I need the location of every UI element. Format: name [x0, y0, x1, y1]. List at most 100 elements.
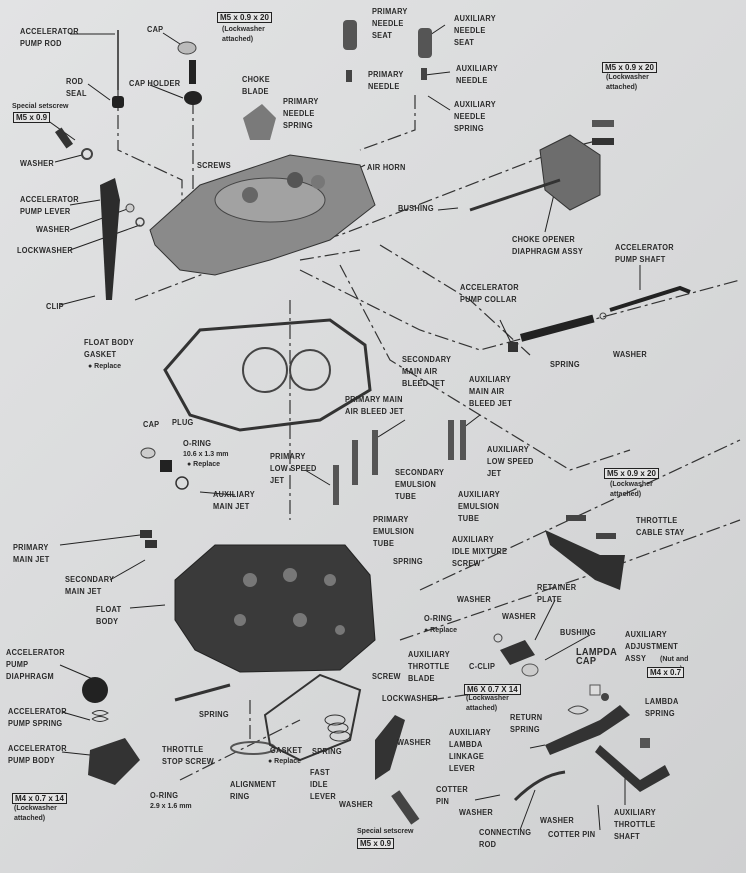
label-lampda-cap: LAMPDA CAP [576, 647, 618, 667]
label-washer: WASHER [540, 816, 574, 825]
label-primary-main-jet: PRIMARY MAIN JET [13, 543, 50, 564]
label-auxiliary-low-speed-jet: AUXILIARY LOW SPEED JET [487, 445, 534, 478]
label-secondary-main-jet: SECONDARY MAIN JET [65, 575, 115, 596]
label-return-spring: RETURN SPRING [510, 713, 543, 734]
label-throttle-stop-screw: THROTTLE STOP SCREW [162, 745, 214, 766]
label-accelerator-pump-lever: ACCELERATOR PUMP LEVER [20, 195, 79, 216]
note-lockwasher: (Lockwasher attached) [610, 481, 653, 498]
label-washer: WASHER [459, 808, 493, 817]
label-cap: CAP [143, 420, 160, 429]
label-clip: CLIP [46, 302, 64, 311]
label-cap: CAP [147, 25, 164, 34]
label-auxiliary-throttle-shaft: AUXILIARY THROTTLE SHAFT [614, 808, 656, 841]
label-float-body: FLOAT BODY [96, 605, 122, 626]
label-spring: SPRING [199, 710, 229, 719]
spec-m4-14: M4 x 0.7 x 14 [12, 793, 67, 804]
spec-m5-setscrew: M5 x 0.9 [13, 112, 51, 123]
label-fast-idle-lever: FAST IDLE LEVER [310, 768, 336, 801]
label-washer: WASHER [36, 225, 70, 234]
label-primary-low-speed-jet: PRIMARY LOW SPEED JET [270, 452, 317, 485]
float-body-gasket [163, 318, 372, 432]
label-plug: PLUG [172, 418, 194, 427]
note-special-setscrew: Special setscrew [12, 103, 69, 110]
spec-m6-14: M6 X 0.7 X 14 [464, 684, 521, 695]
note-lockwasher: (Lockwasher attached) [606, 74, 649, 91]
label-auxiliary-needle-spring: AUXILIARY NEEDLE SPRING [454, 100, 496, 133]
label-accelerator-pump-rod: ACCELERATOR PUMP ROD [20, 27, 79, 48]
note-replace: ● Replace [187, 461, 221, 468]
label-lambda-spring: LAMBDA SPRING [645, 697, 679, 718]
label-cotter-pin: COTTER PIN [436, 785, 468, 806]
accelerator-pump-body [88, 738, 140, 785]
spec-m5-setscrew: M5 x 0.9 [357, 838, 395, 849]
label-auxiliary-main-air-bleed-jet: AUXILIARY MAIN AIR BLEED JET [469, 375, 512, 408]
label-float-body-gasket: FLOAT BODY GASKET [84, 338, 135, 359]
gasket [263, 673, 362, 762]
label-primary-main-air-bleed-jet: PRIMARY MAIN AIR BLEED JET [345, 395, 404, 416]
label-gasket: GASKET [270, 746, 303, 755]
rod-seal [112, 96, 124, 108]
label-auxiliary-lambda-linkage-lever: AUXILIARY LAMBDA LINKAGE LEVER [449, 728, 491, 773]
label-lockwasher: LOCKWASHER [17, 246, 73, 255]
spec-m5-20-top: M5 x 0.9 x 20 [217, 12, 272, 23]
label-o-ring: O-RING [424, 614, 453, 623]
label-washer: WASHER [339, 800, 373, 809]
label-o-ring: O-RING [150, 791, 179, 800]
label-auxiliary-main-jet: AUXILIARY MAIN JET [213, 490, 255, 511]
float-body [174, 544, 376, 673]
label-retainer-plate: RETAINER PLATE [537, 583, 577, 604]
note-oring-size: 10.6 x 1.3 mm [183, 451, 229, 458]
choke-blade [243, 104, 276, 140]
label-accelerator-pump-spring: ACCELERATOR PUMP SPRING [8, 707, 67, 728]
label-choke-opener-diaphragm-assy: CHOKE OPENER DIAPHRAGM ASSY [512, 235, 584, 256]
label-screw: SCREW [372, 672, 401, 681]
accelerator-pump-lever [100, 178, 120, 300]
label-rod-seal: ROD SEAL [66, 77, 87, 98]
label-primary-needle-spring: PRIMARY NEEDLE SPRING [283, 97, 319, 130]
fast-idle-lever [375, 715, 405, 780]
spec-m5-20-choke: M5 x 0.9 x 20 [602, 62, 657, 73]
note-special-setscrew: Special setscrew [357, 828, 414, 835]
note-lockwasher: (Lockwasher attached) [14, 805, 57, 822]
label-bushing: BUSHING [560, 628, 596, 637]
note-replace: ● Replace [424, 627, 458, 634]
note-oring-size: 2.9 x 1.6 mm [150, 803, 192, 810]
label-accelerator-pump-diaphragm: ACCELERATOR PUMP DIAPHRAGM [6, 648, 65, 681]
auxiliary-lambda-linkage-lever [545, 705, 630, 755]
label-spring: SPRING [312, 747, 342, 756]
label-accelerator-pump-shaft: ACCELERATOR PUMP SHAFT [615, 243, 674, 264]
note-replace: ● Replace [268, 758, 302, 765]
label-connecting-rod: CONNECTING ROD [479, 828, 532, 849]
spec-m5-20-stay: M5 x 0.9 x 20 [604, 468, 659, 479]
label-washer: WASHER [457, 595, 491, 604]
label-auxiliary-adjustment-assy: AUXILIARY ADJUSTMENT ASSY [625, 630, 679, 663]
label-bushing: BUSHING [398, 204, 434, 213]
label-cap-holder: CAP HOLDER [129, 79, 181, 88]
spec-m4-07: M4 x 0.7 [647, 667, 685, 678]
accelerator-pump-diaphragm [82, 677, 108, 703]
label-accelerator-pump-collar: ACCELERATOR PUMP COLLAR [460, 283, 519, 304]
label-spring: SPRING [550, 360, 580, 369]
label-choke-blade: CHOKE BLADE [242, 75, 270, 96]
label-washer: WASHER [613, 350, 647, 359]
label-alignment-ring: ALIGNMENT RING [230, 780, 277, 801]
note-lockwasher: (Lockwasher attached) [222, 26, 265, 43]
label-washer: WASHER [502, 612, 536, 621]
note-replace: ● Replace [88, 363, 122, 370]
label-cotter-pin: COTTER PIN [548, 830, 596, 839]
label-washer: WASHER [397, 738, 431, 747]
label-washer: WASHER [20, 159, 54, 168]
label-air-horn: AIR HORN [367, 163, 406, 172]
label-accelerator-pump-body: ACCELERATOR PUMP BODY [8, 744, 67, 765]
label-primary-needle-seat: PRIMARY NEEDLE SEAT [372, 7, 408, 40]
label-secondary-emulsion-tube: SECONDARY EMULSION TUBE [395, 468, 445, 501]
auxiliary-throttle-shaft [595, 745, 670, 792]
label-auxiliary-needle: AUXILIARY NEEDLE [456, 64, 498, 85]
label-primary-emulsion-tube: PRIMARY EMULSION TUBE [373, 515, 415, 548]
label-lockwasher: LOCKWASHER [382, 694, 438, 703]
label-primary-needle: PRIMARY NEEDLE [368, 70, 404, 91]
label-auxiliary-needle-seat: AUXILIARY NEEDLE SEAT [454, 14, 496, 47]
label-screws: SCREWS [197, 161, 231, 170]
label-secondary-main-air-bleed-jet: SECONDARY MAIN AIR BLEED JET [402, 355, 452, 388]
